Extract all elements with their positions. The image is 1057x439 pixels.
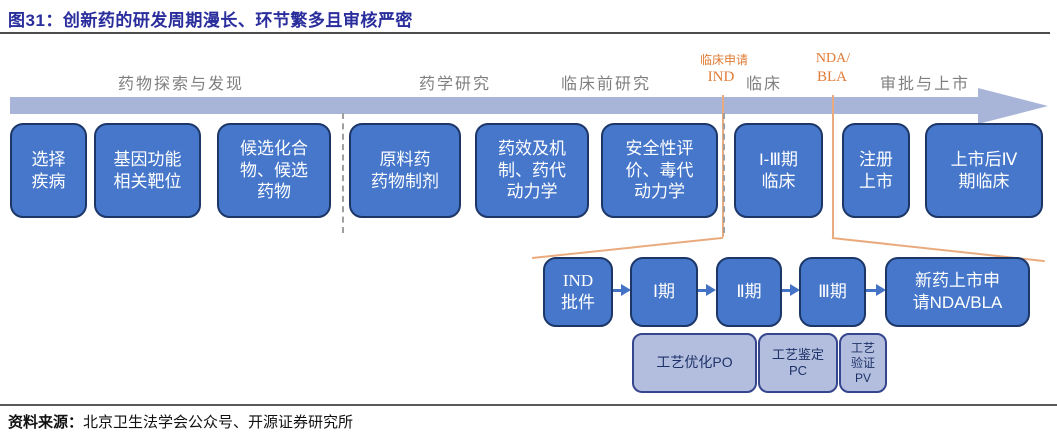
label-clinical-application: 临床申请 <box>699 53 749 67</box>
stage-label-clinical: 临床 <box>745 76 783 93</box>
source-note: 资料来源：北京卫生法学会公众号、开源证券研究所 <box>8 411 353 432</box>
box-process-validation: 工艺 验证 PV <box>839 333 887 393</box>
box-text-line: 上市 <box>859 171 893 191</box>
box-nda-bla: 新药上市申 请NDA/BLA <box>885 257 1030 327</box>
box-text-line: IND <box>562 270 594 290</box>
box-api-formulation: 原料药 药物制剂 <box>349 123 461 218</box>
box-text-line: 工艺优化PO <box>656 354 733 371</box>
box-text-line: 基因功能 <box>113 149 182 169</box>
stage-label-approval-launch: 审批与上市 <box>879 76 971 93</box>
box-registration-launch: 注册 上市 <box>842 123 910 218</box>
box-phase1-3-clinical: I-Ⅲ期 临床 <box>734 123 823 218</box>
title-underline <box>0 32 1050 34</box>
box-phase1: Ⅰ期 <box>630 257 698 327</box>
box-text-line: 药物 <box>257 182 291 202</box>
arrow-head <box>876 284 886 296</box>
box-phase4-clinical: 上市后Ⅳ 期临床 <box>925 123 1043 218</box>
arrow-head <box>621 284 631 296</box>
arrow-head <box>790 284 800 296</box>
flow-arrow-icon <box>782 284 800 297</box>
box-text-line: 药物制剂 <box>371 171 439 191</box>
box-text-line: 安全性评 <box>625 138 694 158</box>
phase-divider-dashed-1 <box>342 113 344 233</box>
box-text-line: 药效及机 <box>498 138 566 158</box>
box-text-line: Ⅲ期 <box>818 281 847 301</box>
timeline-arrowhead-icon <box>978 88 1048 124</box>
box-text-line: 疾病 <box>31 171 66 191</box>
stage-label-pharma-research: 药学研究 <box>418 76 492 93</box>
box-text-line: PV <box>854 370 871 385</box>
figure-title: 图31：创新药的研发周期漫长、环节繁多且审核严密 <box>8 11 413 30</box>
milestone-line-nda <box>832 95 834 237</box>
fan-line-left <box>532 236 724 259</box>
flow-arrow-icon <box>613 284 631 297</box>
box-text-line: 注册 <box>859 149 893 169</box>
label-bla: BLA <box>817 69 847 85</box>
timeline-arrow-band <box>10 97 978 114</box>
box-text-line: 候选化合 <box>240 138 308 158</box>
flow-arrow-icon <box>866 284 886 297</box>
arrow-shaft <box>782 289 791 292</box>
box-text-line: 工艺鉴定 <box>771 346 824 362</box>
box-text-line: Ⅱ期 <box>736 281 762 301</box>
box-phase3: Ⅲ期 <box>799 257 866 327</box>
box-text-line: 物、候选 <box>240 160 308 180</box>
box-pharmacodynamics: 药效及机 制、药代 动力学 <box>475 123 589 218</box>
box-text-line: 相关靶位 <box>113 171 182 191</box>
box-process-characterization: 工艺鉴定 PC <box>758 333 838 393</box>
box-process-optimization: 工艺优化PO <box>632 333 757 393</box>
box-text-line: 动力学 <box>634 182 685 202</box>
box-phase2: Ⅱ期 <box>716 257 782 327</box>
box-text-line: 原料药 <box>379 149 431 169</box>
source-text: 北京卫生法学会公众号、开源证券研究所 <box>83 415 354 431</box>
box-text-line: 新药上市申 <box>915 270 1000 290</box>
box-text-line: 动力学 <box>506 182 558 202</box>
stage-label-preclinical: 临床前研究 <box>560 76 652 93</box>
stage-label-discovery: 药物探索与发现 <box>117 76 245 93</box>
box-text-line: 验证 <box>850 355 875 370</box>
box-text-line: PC <box>788 363 808 378</box>
box-text-line: I-Ⅲ期 <box>758 149 799 169</box>
phase-divider-dashed-2 <box>723 113 725 233</box>
box-text-line: 临床 <box>761 171 796 191</box>
arrow-head <box>706 284 716 296</box>
label-nda: NDA/ <box>815 51 851 66</box>
box-select-disease: 选择 疾病 <box>10 123 87 218</box>
source-prefix: 资料来源： <box>8 415 84 431</box>
box-candidate-compound: 候选化合 物、候选 药物 <box>217 123 331 218</box>
arrow-shaft <box>613 289 622 292</box>
box-text-line: Ⅰ期 <box>652 281 675 301</box>
label-ind: IND <box>707 69 735 85</box>
box-text-line: 期临床 <box>958 171 1010 191</box>
box-ind-approval: IND 批件 <box>543 257 613 327</box>
footer-divider <box>0 404 1057 406</box>
box-safety-evaluation: 安全性评 价、毒代 动力学 <box>601 123 718 218</box>
flow-arrow-icon <box>698 284 716 297</box>
box-text-line: 选择 <box>31 149 66 169</box>
box-text-line: 请NDA/BLA <box>912 293 1003 312</box>
box-gene-target: 基因功能 相关靶位 <box>94 123 201 218</box>
box-text-line: 工艺 <box>850 340 875 355</box>
arrow-shaft <box>698 289 707 292</box>
arrow-shaft <box>866 289 877 292</box>
box-text-line: 批件 <box>561 293 595 312</box>
box-text-line: 制、药代 <box>498 160 566 180</box>
box-text-line: 上市后Ⅳ <box>950 149 1018 169</box>
box-text-line: 价、毒代 <box>625 160 694 180</box>
